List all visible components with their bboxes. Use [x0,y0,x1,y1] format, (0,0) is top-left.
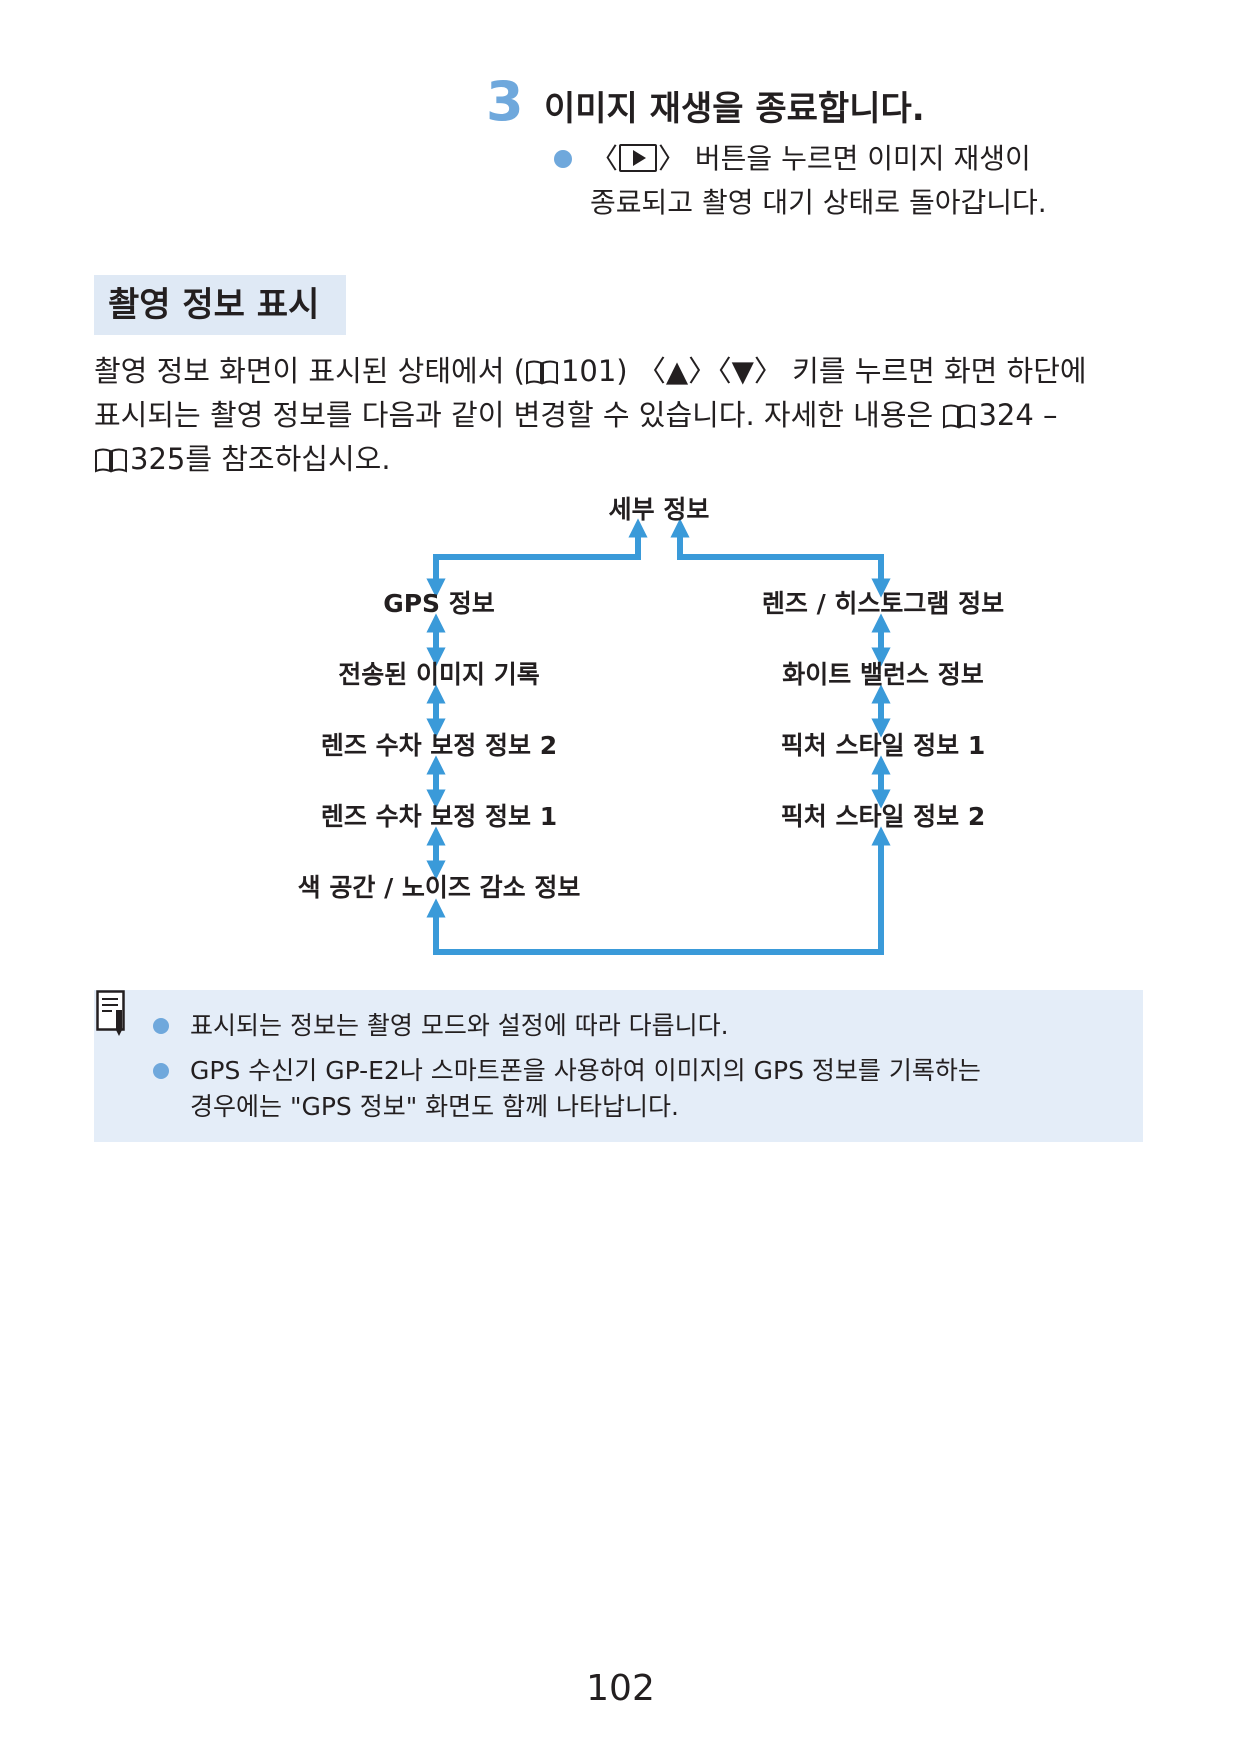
flow-arrow-top-left [426,518,648,598]
note-box [94,990,1143,1142]
memo-icon [96,990,125,1036]
note-item-1: 표시되는 정보는 촬영 모드와 설정에 따라 다릅니다. [190,1011,729,1040]
paragraph-line2: 표시되는 촬영 정보를 다음과 같이 변경할 수 있습니다. 자세한 내용은 3… [94,393,1134,437]
para-text: 표시되는 촬영 정보를 다음과 같이 변경할 수 있습니다. 자세한 내용은 [94,398,943,432]
bullet-icon [554,150,572,168]
diagram-top-label: 세부 정보 [608,495,710,524]
diagram-right-label-3: 픽처 스타일 정보 1 [780,731,986,760]
step-line1-text: 〉 버튼을 누르면 이미지 재생이 [658,142,1031,175]
note-item-2-cont: 경우에는 "GPS 정보" 화면도 함께 나타납니다. [190,1092,679,1121]
note-item-2: GPS 수신기 GP-E2나 스마트폰을 사용하여 이미지의 GPS 정보를 기… [190,1056,981,1085]
page-reference-icon [525,360,558,385]
diagram-left-label-5: 색 공간 / 노이즈 감소 정보 [297,873,581,902]
section-heading: 촬영 정보 표시 [108,285,320,325]
step-instruction-line1: 〈 〉 버튼을 누르면 이미지 재생이 [590,137,1031,181]
para-text: 101) 〈▲〉〈▼〉 키를 누르면 화면 하단에 [560,354,1087,388]
diagram-right-label-4: 픽처 스타일 정보 2 [780,802,986,831]
para-text: 촬영 정보 화면이 표시된 상태에서 ( [94,354,525,388]
step-number: 3 [486,70,524,133]
diagram-left-label-4: 렌즈 수차 보정 정보 1 [320,802,558,831]
diagram-right-label-1: 렌즈 / 히스토그램 정보 [761,589,1005,618]
note-bullet-icon [153,1018,169,1034]
paragraph-line3: 325를 참조하십시오. [94,437,1134,481]
page-number: 102 [586,1668,655,1709]
angle-open: 〈 [590,142,619,175]
flow-arrow-bottom-loop [426,826,891,955]
section-heading-box: 촬영 정보 표시 [94,275,346,335]
paragraph-line1: 촬영 정보 화면이 표시된 상태에서 ( 101) 〈▲〉〈▼〉 키를 누르면 화… [94,349,1134,393]
diagram-left-label-2: 전송된 이미지 기록 [338,660,540,689]
flow-arrow-top-right [670,518,891,598]
diagram-left-label-1: GPS 정보 [383,589,495,618]
step-title: 이미지 재생을 종료합니다. [544,89,925,129]
diagram-left-label-3: 렌즈 수차 보정 정보 2 [320,731,558,760]
step-instruction-line2: 종료되고 촬영 대기 상태로 돌아갑니다. [590,186,1047,219]
page-reference-icon [95,448,127,473]
note-bullet-icon [153,1063,169,1079]
playback-button-icon [619,144,658,172]
diagram-right-label-2: 화이트 밸런스 정보 [782,660,984,689]
para-text: 324 – [978,398,1058,432]
para-text: 325를 참조하십시오. [130,442,391,476]
page-reference-icon [943,404,976,429]
